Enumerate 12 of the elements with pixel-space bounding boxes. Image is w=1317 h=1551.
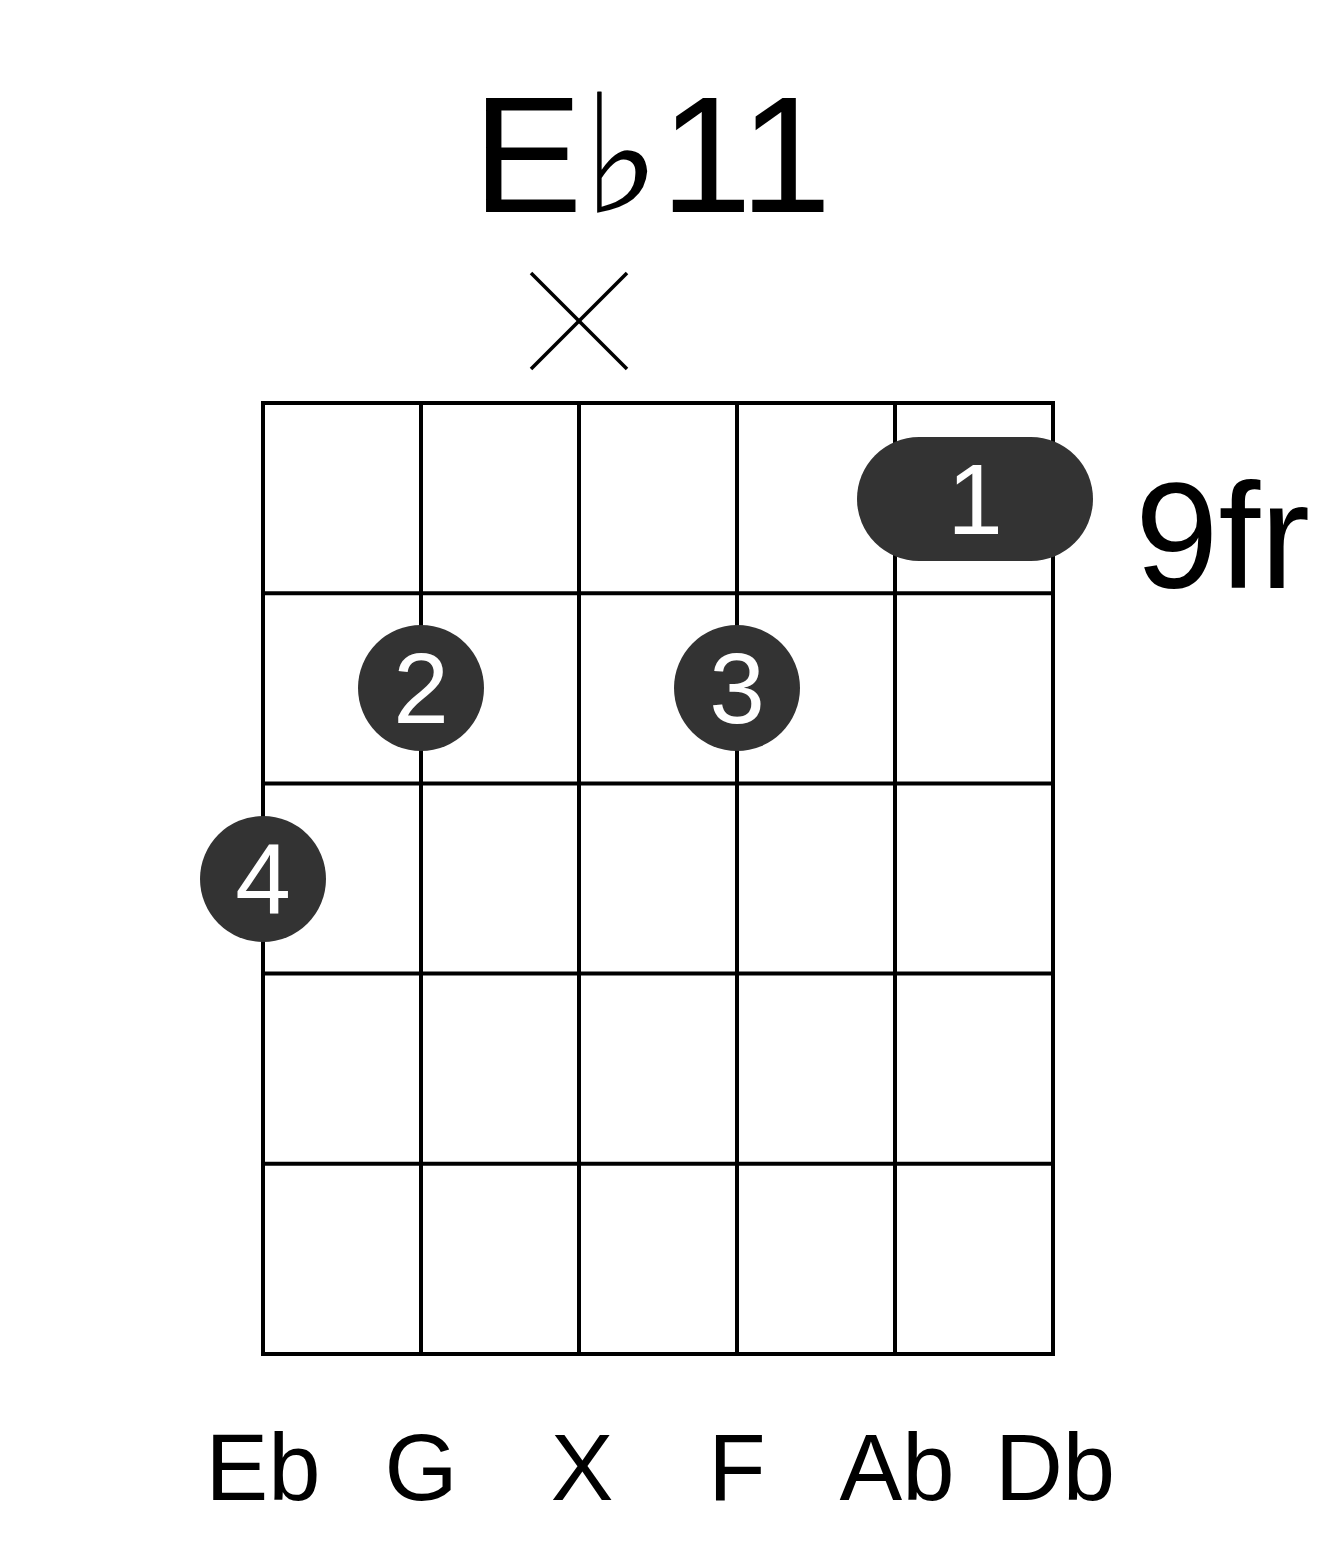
string-note-label: G [384,1421,458,1515]
string-note-label: X [550,1421,614,1515]
string-note-label: Db [994,1421,1116,1515]
string-note-label: F [708,1421,766,1515]
fret-number-label: 9fr [1135,461,1311,611]
finger-number: 2 [393,638,449,739]
finger-number: 3 [709,638,765,739]
string-note-label: Eb [205,1421,321,1515]
string-note-label: Ab [839,1421,955,1515]
chord-title: E♭11 [472,73,832,238]
finger-number: 4 [235,828,291,929]
finger-number: 1 [947,449,1003,549]
